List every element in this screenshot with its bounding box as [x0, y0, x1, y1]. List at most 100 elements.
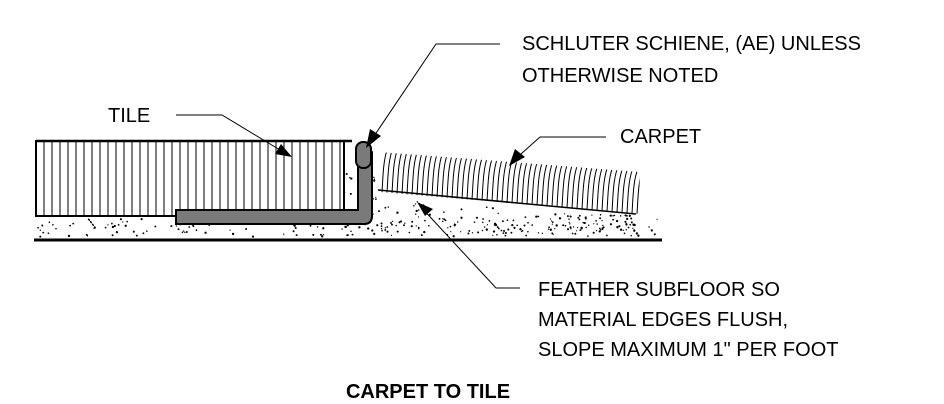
carpet-fiber: [551, 164, 558, 207]
stipple-dot: [493, 224, 496, 226]
stipple-dot: [39, 235, 42, 238]
stipple-dot: [551, 232, 554, 235]
stipple-dot: [375, 196, 377, 198]
stipple-dot: [502, 232, 505, 235]
stipple-dot: [416, 201, 418, 203]
stipple-dot: [521, 229, 524, 232]
carpet-fiber: [436, 154, 443, 197]
stipple-dot: [107, 224, 109, 226]
stipple-dot: [468, 229, 471, 232]
stipple-dot: [460, 208, 463, 211]
stipple-dot: [428, 224, 430, 227]
stipple-dot: [391, 223, 393, 226]
carpet-fiber: [631, 171, 638, 214]
stipple-dot: [452, 235, 455, 238]
carpet-fiber: [576, 166, 583, 209]
stipple-dot: [563, 213, 566, 215]
stipple-dot: [447, 227, 449, 229]
stipple-dot: [633, 229, 636, 232]
carpet-fiber: [491, 159, 498, 202]
stipple-dot: [482, 218, 485, 220]
stipple-dot: [231, 232, 235, 236]
carpet-fiber: [626, 170, 633, 213]
stipple-dot: [519, 228, 522, 231]
stipple-dot: [612, 218, 615, 221]
carpet-fiber: [611, 169, 618, 212]
stipple-dot: [571, 232, 574, 235]
stipple-dot: [599, 228, 602, 231]
stipple-dot: [580, 226, 583, 230]
stipple-dot: [630, 217, 633, 220]
stipple-dot: [500, 229, 503, 232]
stipple-dot: [373, 179, 376, 182]
stipple-dot: [549, 218, 552, 220]
carpet-fiber: [561, 165, 568, 208]
stipple-dot: [576, 226, 579, 229]
stipple-dot: [375, 198, 377, 201]
carpet-label: CARPET: [620, 126, 701, 148]
stipple-dot: [188, 226, 191, 228]
stipple-dot: [637, 234, 639, 236]
stipple-dot: [618, 225, 621, 228]
stipple-dot: [491, 207, 494, 210]
stipple-dot: [351, 233, 354, 236]
carpet-fiber: [486, 158, 493, 202]
stipple-dot: [488, 220, 491, 222]
carpet-fiber: [446, 155, 453, 198]
carpet-fiber: [451, 155, 458, 199]
stipple-dot: [93, 227, 95, 230]
stipple-dot: [537, 215, 540, 218]
stipple-dot: [111, 222, 113, 225]
stipple-dot: [295, 234, 298, 237]
carpet-leader-arrow: [509, 149, 525, 166]
carpet-fiber: [526, 162, 533, 205]
carpet-fiber: [601, 168, 608, 211]
stipple-dot: [612, 215, 614, 217]
stipple-dot: [564, 224, 567, 227]
stipple-dot: [371, 229, 374, 232]
stipple-dot: [39, 229, 41, 231]
carpet-fiber: [456, 156, 463, 199]
stipple-dot: [551, 223, 553, 225]
stipple-dot: [587, 224, 590, 226]
carpet-fiber: [591, 167, 598, 210]
stipple-dot: [403, 224, 405, 227]
stipple-dot: [504, 231, 507, 235]
stipple-dot: [477, 231, 480, 234]
carpet-fiber: [521, 161, 528, 205]
stipple-dot: [627, 226, 630, 229]
carpet-fiber: [431, 154, 438, 197]
stipple-dot: [550, 220, 553, 222]
stipple-dot: [358, 226, 361, 229]
stipple-dot: [399, 220, 403, 223]
stipple-dot: [69, 224, 71, 227]
stipple-dot: [111, 234, 114, 237]
stipple-dot: [623, 232, 626, 235]
stipple-dot: [111, 225, 115, 229]
stipple-dot: [47, 232, 50, 235]
stipple-dot: [415, 225, 417, 227]
stipple-dot: [619, 215, 622, 217]
stipple-dot: [413, 204, 415, 207]
stipple-dot: [501, 220, 504, 223]
stipple-dot: [613, 214, 616, 217]
stipple-dot: [126, 220, 128, 223]
carpet-fiber: [616, 169, 623, 213]
stipple-dot: [321, 235, 324, 238]
stipple-dot: [293, 224, 296, 227]
stipple-dot: [599, 217, 602, 220]
stipple-dot: [566, 215, 569, 218]
stipple-dot: [424, 219, 426, 222]
schluter-label-line-2: OTHERWISE NOTED: [522, 65, 718, 87]
stipple-dot: [511, 223, 514, 227]
stipple-dot: [523, 224, 526, 227]
stipple-dot: [471, 232, 474, 234]
stipple-dot: [90, 222, 93, 224]
stipple-dot: [41, 224, 44, 227]
stipple-dot: [386, 226, 389, 228]
stipple-dot: [345, 172, 348, 176]
stipple-dot: [449, 225, 452, 228]
stipple-dot: [450, 231, 452, 233]
carpet-fiber: [386, 152, 393, 193]
stipple-dot: [373, 232, 376, 236]
